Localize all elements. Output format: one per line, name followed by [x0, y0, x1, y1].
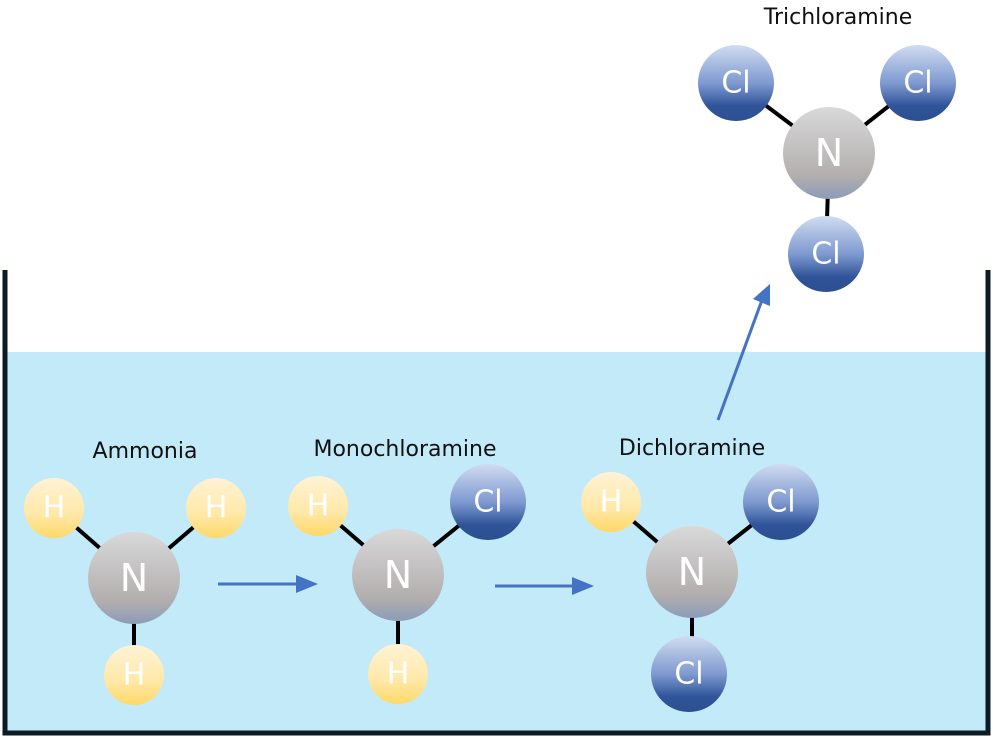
atom-cl: Cl: [743, 464, 819, 540]
svg-text:N: N: [384, 553, 412, 597]
svg-text:H: H: [307, 489, 330, 524]
atom-h: H: [288, 476, 348, 536]
svg-text:Cl: Cl: [811, 237, 840, 272]
molecule-ammonia: Ammonia H H H N: [24, 439, 246, 705]
molecule-monochloramine: Monochloramine H Cl H N: [288, 437, 526, 704]
water: [5, 352, 987, 732]
svg-text:Cl: Cl: [721, 66, 750, 101]
atom-n: N: [352, 529, 444, 621]
molecule-dichloramine: Dichloramine H Cl Cl N: [581, 436, 819, 712]
molecule-label: Monochloramine: [313, 437, 496, 462]
svg-text:Cl: Cl: [473, 485, 502, 520]
atom-n: N: [646, 526, 738, 618]
svg-text:H: H: [387, 657, 410, 692]
svg-text:H: H: [205, 491, 228, 526]
atom-cl: Cl: [450, 464, 526, 540]
reaction-arrow-2: [495, 577, 594, 595]
atom-h: H: [24, 478, 84, 538]
svg-text:N: N: [120, 556, 148, 600]
svg-text:Cl: Cl: [674, 657, 703, 692]
molecule-trichloramine: Trichloramine Cl Cl Cl N: [698, 5, 956, 292]
svg-text:H: H: [123, 658, 146, 693]
svg-text:Cl: Cl: [766, 485, 795, 520]
container: [2, 270, 991, 736]
svg-text:N: N: [815, 131, 843, 175]
atom-cl: Cl: [788, 216, 864, 292]
svg-text:N: N: [678, 550, 706, 594]
atom-cl: Cl: [880, 45, 956, 121]
reaction-arrow-3: [716, 284, 770, 421]
molecule-label: Ammonia: [93, 439, 198, 464]
molecule-label: Trichloramine: [763, 5, 913, 30]
atom-cl: Cl: [651, 636, 727, 712]
atom-h: H: [368, 644, 428, 704]
molecule-label: Dichloramine: [619, 436, 765, 461]
svg-text:Cl: Cl: [903, 66, 932, 101]
svg-text:H: H: [43, 491, 66, 526]
reaction-arrow-1: [218, 575, 318, 593]
atom-h: H: [186, 478, 246, 538]
svg-text:H: H: [600, 485, 623, 520]
atom-h: H: [104, 645, 164, 705]
atom-n: N: [783, 107, 875, 199]
atom-cl: Cl: [698, 45, 774, 121]
atom-n: N: [88, 532, 180, 624]
atom-h: H: [581, 472, 641, 532]
